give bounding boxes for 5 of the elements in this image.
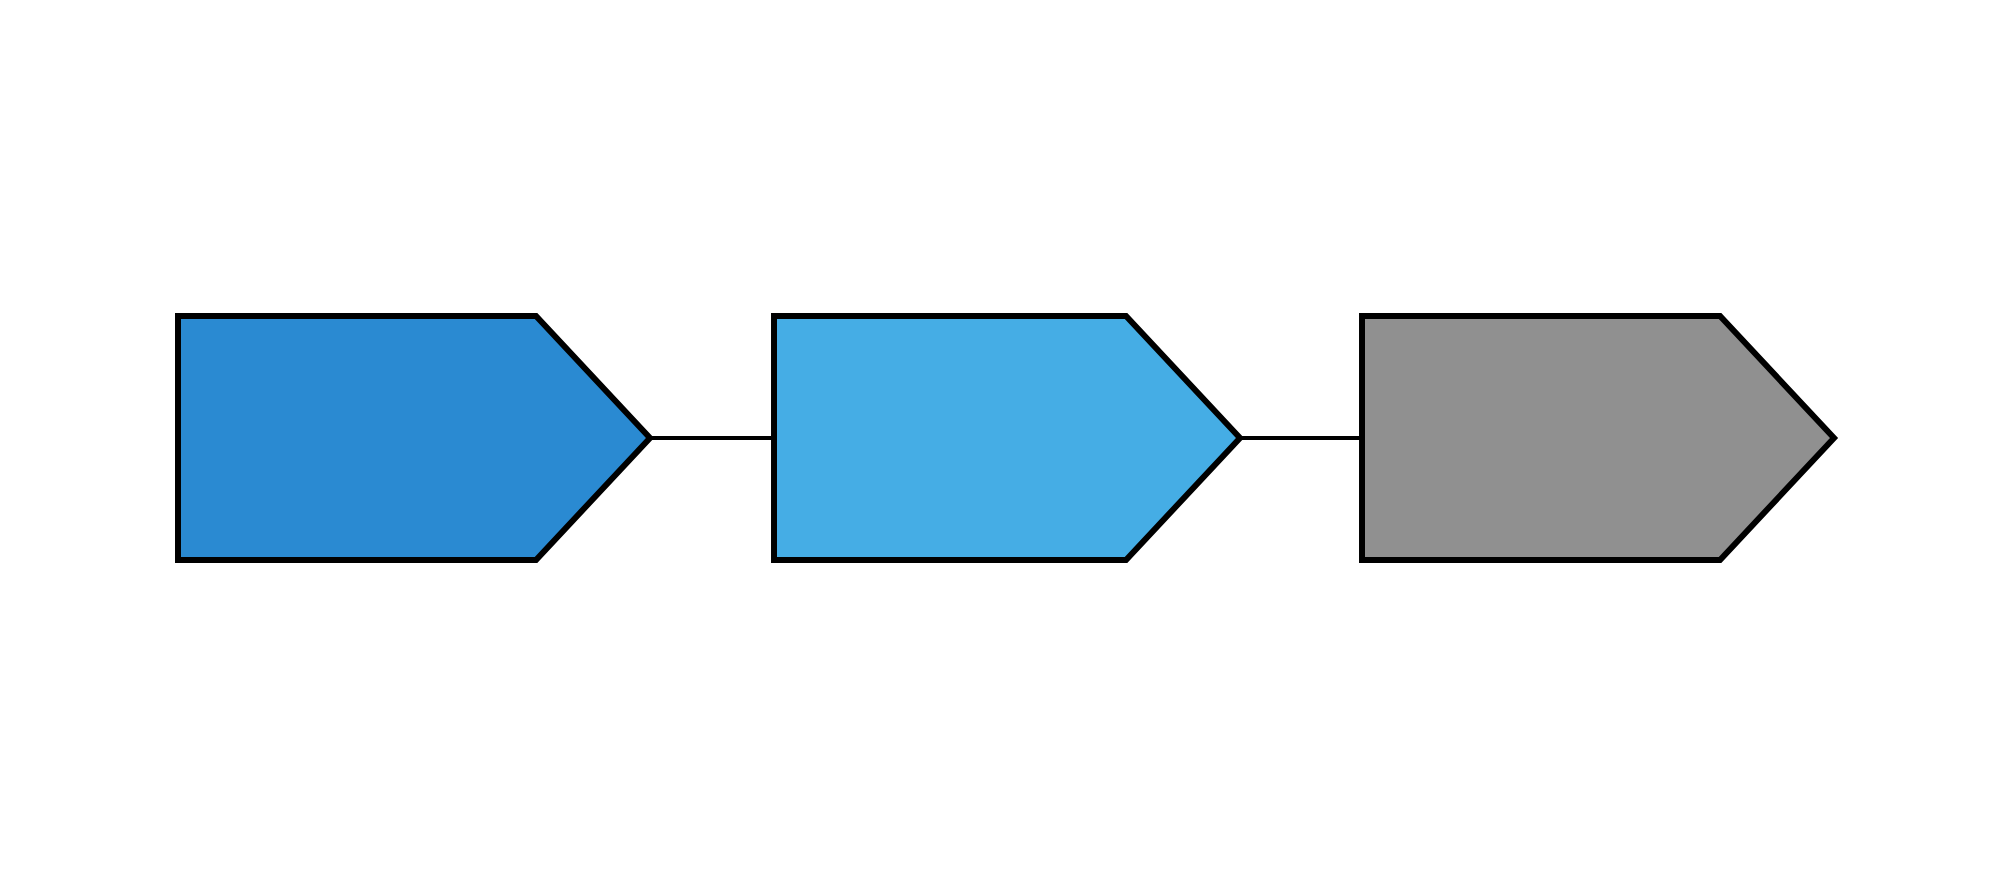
connector-line	[1240, 436, 1362, 440]
pentagon-shape	[175, 313, 655, 563]
pentagon-shape	[1359, 313, 1839, 563]
pentagon-shape	[771, 313, 1245, 563]
connector-line	[650, 436, 774, 440]
